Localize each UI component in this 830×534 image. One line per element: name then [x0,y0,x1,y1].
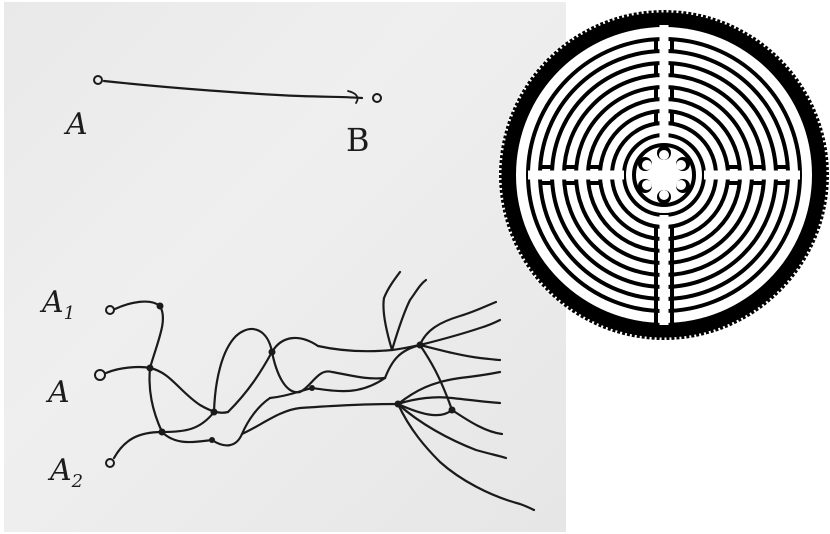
junction-dot [309,385,315,391]
junction-dot [157,303,164,310]
label-a1: A1 [42,288,75,323]
network-path [214,329,272,412]
network-branch [383,272,400,350]
junction-dot [417,342,424,349]
junction-dot [211,409,218,416]
junction-dot [395,401,402,408]
label-a2-subscript: 2 [72,471,83,492]
label-a1-subscript: 1 [64,303,75,324]
label-b-top: B [346,124,370,156]
network-path [212,398,270,445]
label-a-top: A [66,110,88,140]
point-a1-marker [106,306,114,314]
junction-dot [269,349,276,356]
junction-dot [159,429,166,436]
junction-dot [449,407,456,414]
label-a: A [48,378,70,408]
point-a2-marker [106,459,114,467]
network-branch [420,302,496,345]
network-path [115,302,163,368]
labyrinth-diagram [498,4,830,350]
labyrinth-center-rosette [634,145,694,205]
network-branch [392,280,426,350]
network-path [242,404,398,434]
network-branch [452,410,502,434]
network-path [106,367,228,413]
junction-dot [147,365,154,372]
junction-dot [209,437,215,443]
point-b-marker [373,94,381,102]
label-a2: A2 [50,456,83,491]
network-branch [420,345,452,410]
network-branch [420,345,500,360]
network-branch [420,320,500,345]
direct-path-line [104,81,362,98]
direct-path-diagram [94,76,381,103]
point-a-marker-bottom [95,370,105,380]
point-a-marker [94,76,102,84]
branching-network-diagram [95,272,534,510]
